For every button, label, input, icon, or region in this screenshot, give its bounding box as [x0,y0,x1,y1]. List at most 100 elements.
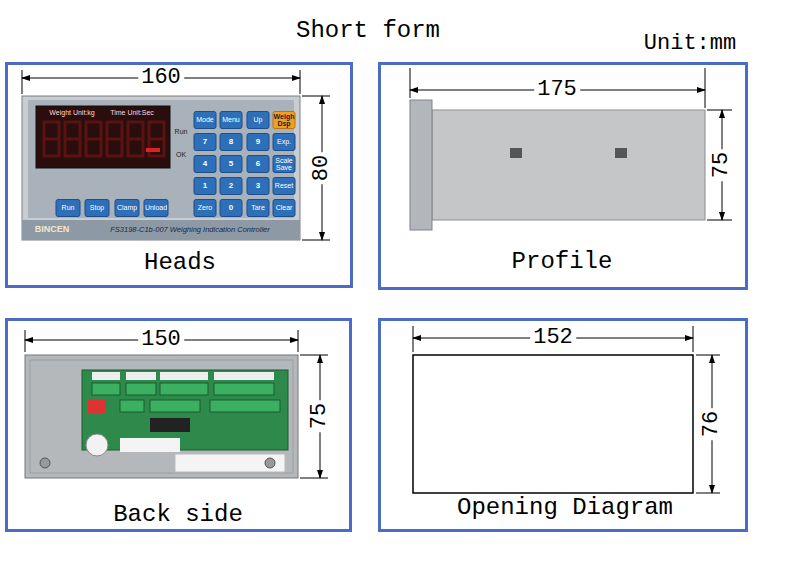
back-plate [40,458,50,468]
profile-view [432,110,705,220]
back-plate [120,438,180,452]
controller-front [149,138,164,141]
dimension-line [22,70,330,240]
controller-front [220,112,242,129]
dimension-value: 80 [310,152,333,184]
opening-outline [413,355,693,493]
model-name: FS3198-C1b-007 Weighing Indication Contr… [110,226,270,234]
controller-front [56,200,80,217]
key-label: Unload [144,204,168,211]
key-label: Mode [194,116,216,123]
controller-front [65,122,80,156]
dimension-value: 160 [138,66,184,89]
controller-front [36,106,170,168]
dimension-line [410,68,732,220]
controller-front [220,200,242,217]
controller-front [115,200,139,217]
controller-front [220,156,242,173]
controller-front [273,112,295,129]
key-label: 1 [194,182,216,190]
back-plate [30,360,293,473]
opening-outline [413,355,693,493]
back-plate [82,370,288,450]
display-legend: Time Unit:Sec [110,109,154,116]
key-label: Menu [220,116,242,123]
controller-front [247,200,269,217]
controller-front [194,200,216,217]
dimension-line [413,326,693,352]
controller-front [247,134,269,151]
profile-view [615,148,627,158]
controller-front [65,138,80,141]
key-label: 3 [247,182,269,190]
profile-view [410,100,705,230]
controller-front [220,178,242,195]
key-label: Clamp [115,204,139,211]
dimension-value: 75 [710,149,733,181]
key-label: 0 [220,204,242,212]
drawing-panel: Heads [5,62,353,288]
dimension-value: 152 [530,326,576,349]
back-plate [175,454,285,472]
dimension-value: 175 [534,78,580,101]
controller-front [44,138,59,141]
controller-front [273,134,295,151]
controller-front [86,122,101,156]
controller-front [44,122,164,156]
back-plate [150,418,190,432]
key-label: Up [247,116,269,123]
drawing-panel: Opening Diagram [378,318,748,532]
back-plate [214,383,274,395]
back-plate [88,400,106,414]
controller-front [107,122,122,156]
controller-front [107,138,122,141]
controller-front [22,96,300,240]
key-label: Weigh Dsp [273,113,295,128]
controller-front [146,148,160,152]
unit-note: Unit:mm [644,32,736,55]
key-label: 2 [220,182,242,190]
back-plate [120,400,144,412]
back-plate [92,383,120,395]
back-plate [160,372,208,380]
key-label: 4 [194,160,216,168]
controller-front [247,178,269,195]
back-plate [92,372,120,380]
panel-caption: Heads [144,250,216,276]
profile-view [510,148,522,158]
controller-front [194,134,216,151]
display-legend: Weight Unit:kg [49,109,94,116]
back-plate [25,355,298,478]
controller-front [22,220,300,240]
dimension-value: 150 [138,328,184,351]
back-plate [92,372,274,380]
back-plate [265,458,275,468]
key-label: 6 [247,160,269,168]
dimension-value: 76 [700,408,723,440]
controller-front [220,134,242,151]
controller-front [273,156,295,173]
key-label: Run [56,204,80,211]
controller-front [128,138,143,141]
back-plate [214,372,274,380]
controller-front [56,112,295,217]
controller-front [194,178,216,195]
controller-front [194,112,216,129]
key-label: Zero [194,204,216,211]
key-label: 9 [247,138,269,146]
key-label: 7 [194,138,216,146]
controller-front [194,156,216,173]
controller-front [86,138,101,141]
dimension-value: 75 [308,400,331,432]
back-plate [160,383,208,395]
dimension-line [410,68,705,108]
profile-view [410,100,432,230]
dimension-line [25,330,328,478]
key-label: Clear [273,204,295,211]
dimension-line [413,326,720,493]
panel-caption: Opening Diagram [457,495,673,521]
controller-front [273,200,295,217]
key-label: Stop [85,204,109,211]
back-plate [92,383,280,412]
